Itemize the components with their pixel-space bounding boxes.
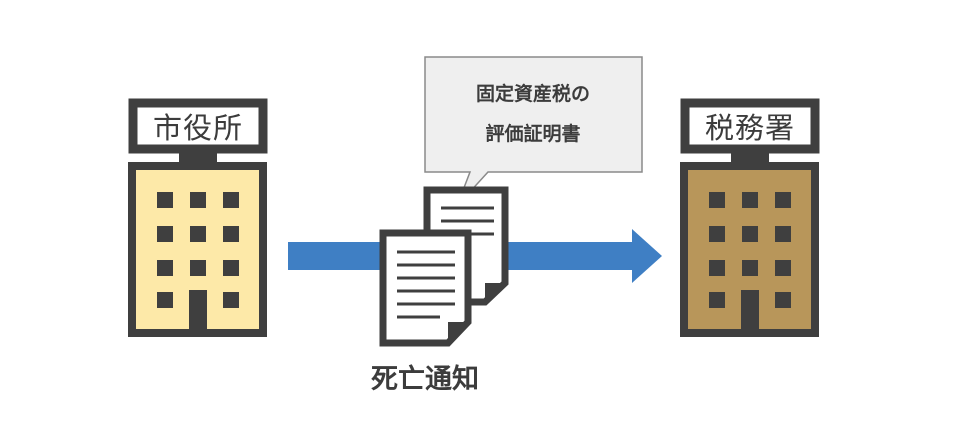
document-front-lines [397,250,455,319]
city-hall-sign-label: 市役所 [153,111,243,145]
speech-bubble: 固定資産税の 評価証明書 [424,56,643,207]
tax-office-sign [680,98,820,154]
city-hall-sign [128,98,268,154]
tax-office-sign-label: 税務署 [705,111,795,145]
speech-bubble-line-1: 固定資産税の [476,82,590,105]
tax-office-door [741,290,759,332]
city-hall-building: 市役所 [128,98,268,337]
document-front [379,229,472,347]
city-hall-door [189,290,207,332]
city-hall-windows [157,192,239,308]
tax-office-windows [709,192,791,308]
speech-bubble-line-2: 評価証明書 [485,122,580,145]
documents-caption: 死亡通知 [371,364,479,395]
tax-office-building: 税務署 [680,98,820,337]
